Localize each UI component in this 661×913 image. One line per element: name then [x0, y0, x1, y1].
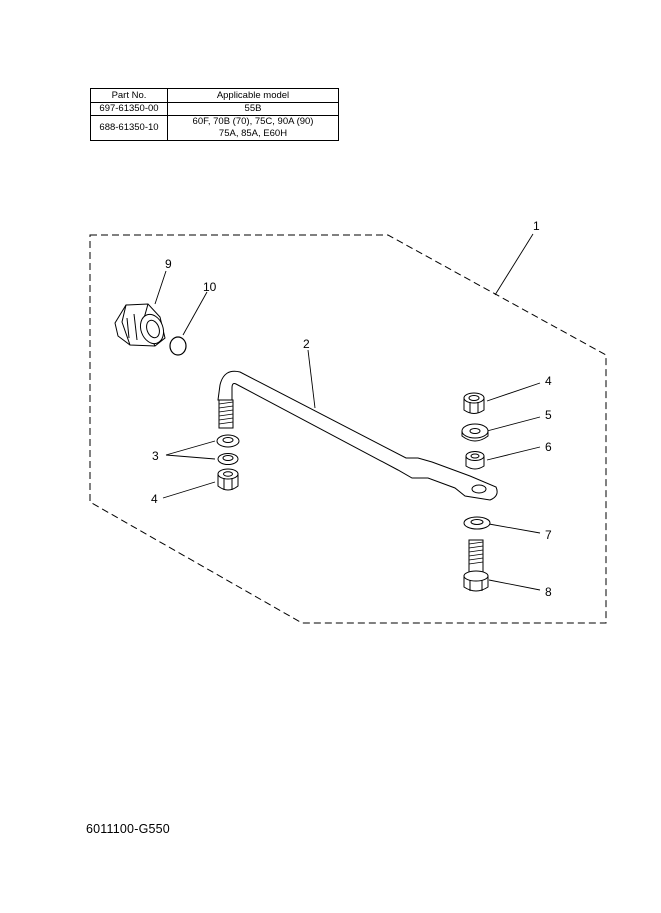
collar-part-6: [465, 451, 485, 470]
callout-8: 8: [545, 585, 552, 599]
steering-rod-part-2: [217, 370, 498, 501]
applicable-parts-table: Part No. Applicable model 697-61350-00 5…: [90, 88, 339, 141]
washer-part-3: [216, 434, 240, 465]
callout-1: 1: [533, 219, 540, 233]
callout-7: 7: [545, 528, 552, 542]
o-ring-part-10: [169, 336, 187, 356]
drawing-reference-code: 6011100-G550: [86, 822, 170, 836]
washer-part-7: [463, 516, 491, 530]
leader-lines: [154, 233, 541, 591]
callout-3: 3: [152, 449, 159, 463]
table-header-row: Part No. Applicable model: [90, 88, 339, 103]
bolt-part-8: [463, 539, 489, 592]
callout-labels: 1 2 3 4 4 5 6 7 8 9 10: [151, 219, 552, 599]
flange-nut-part-9: [114, 303, 166, 347]
callout-2: 2: [303, 337, 310, 351]
callout-5: 5: [545, 408, 552, 422]
washer-part-5: [461, 423, 489, 442]
callout-9: 9: [165, 257, 172, 271]
applicable-model-cell: 60F, 70B (70), 75C, 90A (90) 75A, 85A, E…: [167, 115, 339, 141]
kit-boundary-outline: [89, 234, 607, 624]
callout-4-left: 4: [151, 492, 158, 506]
callout-4-right: 4: [545, 374, 552, 388]
nut-part-4-left: [217, 468, 239, 491]
model-line: 75A, 85A, E60H: [218, 128, 288, 139]
nut-part-4-right: [463, 392, 485, 414]
table-row: 697-61350-00 55B: [90, 102, 339, 116]
model-line: 60F, 70B (70), 75C, 90A (90): [192, 116, 314, 127]
table-row: 688-61350-10 60F, 70B (70), 75C, 90A (90…: [90, 115, 339, 141]
callout-10: 10: [203, 280, 217, 294]
callout-6: 6: [545, 440, 552, 454]
